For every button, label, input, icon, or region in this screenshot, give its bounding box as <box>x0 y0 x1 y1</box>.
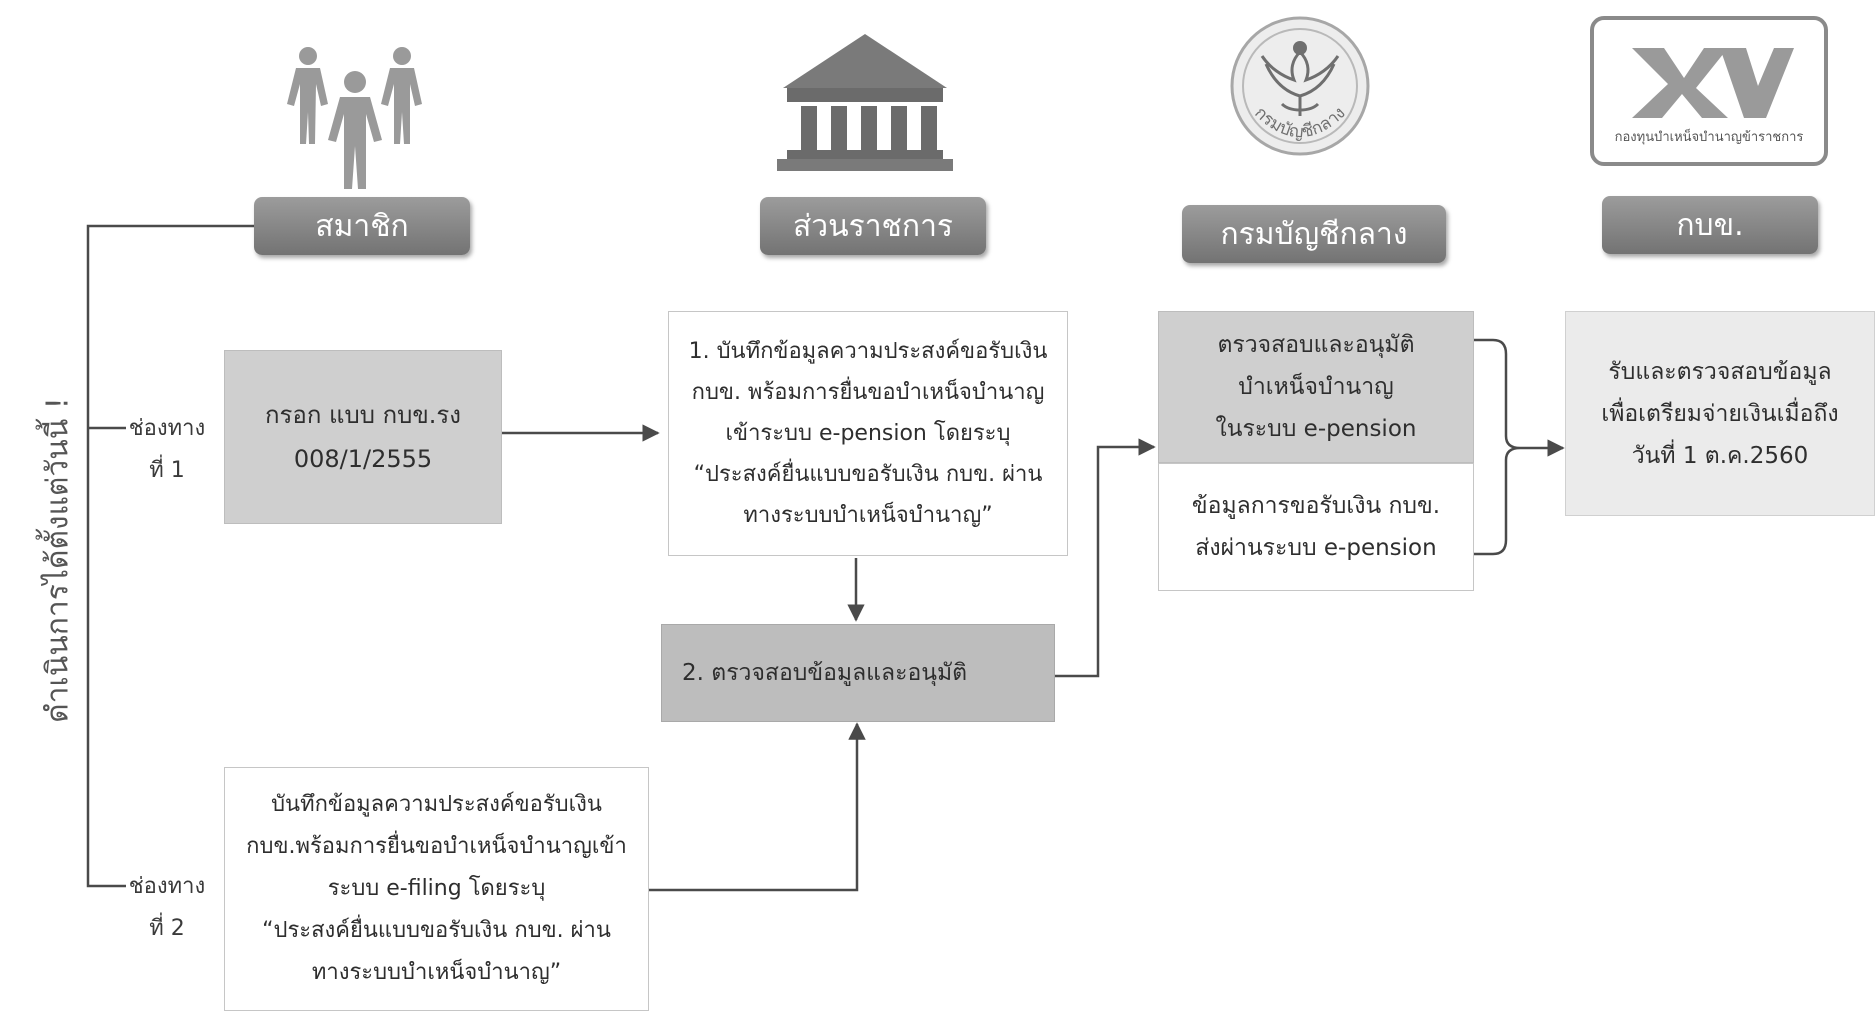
cgd-output-bracket <box>1474 338 1521 556</box>
government-building-icon <box>775 28 955 173</box>
cgd-send-line: ส่งผ่านระบบ e-pension <box>1195 535 1437 561</box>
cgd-approve-line: ตรวจสอบและอนุมัติ <box>1217 332 1415 358</box>
cgd-send-line: ข้อมูลการขอรับเงิน กบข. <box>1191 493 1441 519</box>
agency-verify-box: 2. ตรวจสอบข้อมูลและอนุมัติ <box>661 624 1055 722</box>
agency-record-line: 1. บันทึกข้อมูลความประสงค์ขอรับเงิน <box>688 339 1048 364</box>
gpf-receive-line: วันที่ 1 ต.ค.2560 <box>1631 442 1809 469</box>
cgd-approve-line: บำเหน็จบำนาญ <box>1238 374 1394 400</box>
agency-record-box: 1. บันทึกข้อมูลความประสงค์ขอรับเงิน กบข.… <box>668 311 1068 556</box>
cgd-approve-box: ตรวจสอบและอนุมัติ บำเหน็จบำนาญ ในระบบ e-… <box>1158 311 1474 463</box>
gpf-logo-text: กองทุนบำเหน็จบำนาญข้าราชการ <box>1614 130 1804 145</box>
gpf-receive-box: รับและตรวจสอบข้อมูล เพื่อเตรียมจ่ายเงินเ… <box>1565 311 1875 516</box>
header-member: สมาชิก <box>254 197 470 255</box>
header-cgd-label: กรมบัญชีกลาง <box>1220 216 1408 252</box>
member-form-line: กรอก แบบ กบข.รง <box>265 401 461 429</box>
member-efiling-line: ทางระบบบำเหน็จบำนาญ” <box>311 960 562 985</box>
member-form-box: กรอก แบบ กบข.รง 008/1/2555 <box>224 350 502 524</box>
header-government-agency: ส่วนราชการ <box>760 197 986 255</box>
channel-2-line1: ช่องทาง <box>128 874 206 899</box>
cgd-approve-line: ในระบบ e-pension <box>1215 416 1417 442</box>
channel-1-line2: ที่ 1 <box>149 458 185 483</box>
channel-2-label: ช่องทาง ที่ 2 <box>122 866 212 950</box>
arrow-verify-to-cgd <box>1055 438 1156 678</box>
member-form-line: 008/1/2555 <box>293 445 433 473</box>
agency-record-line: ทางระบบบำเหน็จบำนาญ” <box>743 503 993 528</box>
member-efiling-line: ระบบ e-filing โดยระบุ <box>327 876 546 901</box>
member-efiling-line: กบข.พร้อมการยื่นขอบำเหน็จบำนาญเข้า <box>246 834 627 859</box>
comptroller-department-seal-icon: กรมบัญชีกลาง <box>1222 12 1378 162</box>
gpf-receive-line: เพื่อเตรียมจ่ายเงินเมื่อถึง <box>1601 400 1839 427</box>
channel-2-line2: ที่ 2 <box>149 916 185 941</box>
gpf-receive-line: รับและตรวจสอบข้อมูล <box>1608 358 1832 385</box>
channel-1-line1: ช่องทาง <box>128 416 206 441</box>
agency-record-line: “ประสงค์ยื่นแบบขอรับเงิน กบข. ผ่าน <box>693 462 1043 487</box>
agency-record-line: เข้าระบบ e-pension โดยระบุ <box>725 421 1011 446</box>
header-agency-label: ส่วนราชการ <box>792 208 954 244</box>
member-efiling-line: บันทึกข้อมูลความประสงค์ขอรับเงิน <box>271 792 602 817</box>
agency-record-line: กบข. พร้อมการยื่นขอบำเหน็จบำนาญ <box>691 380 1045 405</box>
header-member-label: สมาชิก <box>315 208 409 244</box>
cgd-send-box: ข้อมูลการขอรับเงิน กบข. ส่งผ่านระบบ e-pe… <box>1158 463 1474 591</box>
side-label-text: ดำเนินการได้ตั้งแต่วันนี้ ! <box>40 397 76 723</box>
header-gpf-label: กบข. <box>1676 207 1744 243</box>
header-gpf: กบข. <box>1602 196 1818 254</box>
header-comptroller-department: กรมบัญชีกลาง <box>1182 205 1446 263</box>
side-label: ดำเนินการได้ตั้งแต่วันนี้ ! <box>28 380 88 740</box>
arrow-efiling-to-verify <box>649 722 866 892</box>
agency-verify-line: 2. ตรวจสอบข้อมูลและอนุมัติ <box>682 660 968 686</box>
people-icon <box>280 44 430 194</box>
member-bracket-line <box>86 224 254 888</box>
channel-1-label: ช่องทาง ที่ 1 <box>122 408 212 492</box>
member-efiling-line: “ประสงค์ยื่นแบบขอรับเงิน กบข. ผ่าน <box>262 918 611 943</box>
gpf-logo-icon: กองทุนบำเหน็จบำนาญข้าราชการ <box>1590 16 1828 166</box>
member-efiling-box: บันทึกข้อมูลความประสงค์ขอรับเงิน กบข.พร้… <box>224 767 649 1011</box>
